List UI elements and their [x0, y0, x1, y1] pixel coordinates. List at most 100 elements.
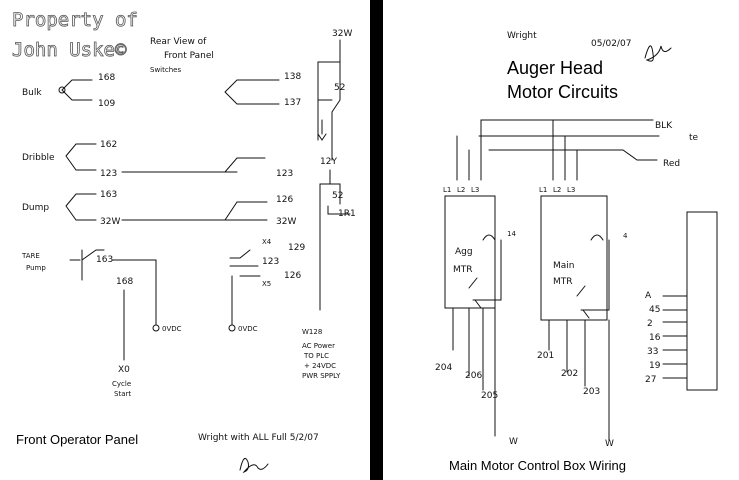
front-operator-panel-sheet: Property of John Uske© Rear View of Fron… — [0, 0, 370, 480]
switch-bulk-symbol — [61, 79, 93, 101]
vdc-right-terminal — [228, 324, 236, 332]
switch-bulk-right-top: 138 — [284, 72, 301, 82]
vdc-left-terminal — [152, 324, 160, 332]
switch-tare-right-top: X4 — [262, 238, 272, 246]
relay-top-label: 52 — [334, 83, 345, 93]
terminal-45: 45 — [649, 305, 660, 315]
terminal-19: 19 — [649, 361, 661, 371]
switch-tare-bottom: 168 — [116, 277, 133, 287]
terminal-16: 16 — [649, 333, 661, 343]
switch-dribble-wire — [121, 157, 266, 173]
switch-bulk-label: Bulk — [22, 88, 42, 98]
switch-bulk-pivot — [58, 86, 66, 94]
switch-tare-top: 163 — [96, 255, 113, 265]
wire-blk: BLK — [655, 121, 673, 131]
wire-205: 205 — [481, 391, 498, 401]
ac-line3: + 24VDC — [304, 362, 336, 370]
switch-tare-right-bottom: X5 — [262, 280, 271, 288]
relay-arrow — [317, 119, 327, 141]
motor-circuit-diagram: Wright 05/02/07 Auger Head Motor Circuit… — [435, 31, 718, 473]
relay-lower-wiring — [319, 169, 341, 311]
header-initials — [644, 45, 672, 62]
contactor-agg-l1: L1 — [443, 186, 451, 194]
switch-tare-right-side: 129 — [288, 243, 305, 253]
switch-dribble-bottom: 123 — [100, 169, 117, 179]
contactor-main-box — [540, 195, 608, 321]
wire-white: te — [689, 133, 699, 143]
switch-bulk-bottom: 109 — [98, 99, 115, 109]
contactor-main-line2: MTR — [553, 277, 573, 287]
terminal-33: 33 — [647, 347, 658, 357]
contactor-main-l1: L1 — [539, 186, 547, 194]
watermark-line2: John Uske© — [12, 39, 127, 61]
switch-dribble-right: 123 — [276, 169, 293, 179]
switch-dump-right-bottom: 32W — [276, 217, 296, 227]
switch-dribble-symbol — [65, 143, 97, 171]
terminal-strip — [686, 211, 718, 391]
ac-line1: AC Power — [302, 342, 335, 350]
header-name: Wright — [507, 31, 537, 41]
switch-bulk-rear-symbol — [224, 79, 280, 105]
switch-tare-right-side2: 126 — [284, 271, 301, 281]
terminal-2: 2 — [647, 319, 653, 329]
terminal-27: 27 — [645, 375, 656, 385]
cycle-start-x0: X0 — [118, 365, 130, 375]
switch-tare-right-mid: 123 — [262, 257, 279, 267]
relay-coil-line — [327, 205, 351, 215]
title-line1: Auger Head — [507, 58, 603, 78]
terminal-strip-leads — [662, 295, 688, 379]
header-date: 05/02/07 — [591, 39, 631, 49]
w-right: W — [605, 439, 614, 449]
contactor-main-num: 4 — [623, 232, 628, 240]
switch-tare-rear-symbol — [229, 249, 261, 277]
vdc-right-label: 0VDC — [238, 325, 258, 333]
incoming-wires — [478, 119, 660, 161]
switch-dump-bottom: 32W — [100, 217, 120, 227]
right-caption: Main Motor Control Box Wiring — [449, 458, 626, 473]
terminal-a: A — [645, 291, 652, 301]
agg-bottom-wires — [452, 307, 496, 437]
switch-tare-label-line1: TARE — [21, 252, 40, 260]
wire-203: 203 — [583, 387, 600, 397]
contactor-agg-line1: Agg — [455, 247, 473, 257]
switch-dump-symbol — [65, 193, 97, 221]
switch-dump-wire — [121, 201, 268, 221]
wire-red: Red — [663, 159, 680, 169]
contactor-main-coil — [576, 234, 610, 319]
switch-dump-right-top: 126 — [276, 195, 293, 205]
switch-dump-top: 163 — [100, 190, 117, 200]
top-right-wire: 32W — [332, 29, 352, 39]
watermark-line1: Property of — [12, 9, 138, 31]
switch-tare-wire-vdc — [111, 259, 157, 326]
feeder-drops — [456, 119, 578, 181]
contactor-agg-l2: L2 — [457, 186, 465, 194]
switch-dump-label: Dump — [22, 203, 49, 213]
contactor-main-line1: Main — [553, 261, 575, 271]
contactor-agg-num: 14 — [507, 230, 516, 238]
left-caption: Front Operator Panel — [16, 432, 138, 447]
switch-tare-symbol — [69, 249, 105, 281]
vdc-left-label: 0VDC — [162, 325, 182, 333]
motor-control-box-sheet: Wright 05/02/07 Auger Head Motor Circuit… — [383, 0, 739, 480]
ac-line4: PWR SPPLY — [302, 372, 341, 380]
cycle-start-line1: Cycle — [112, 380, 131, 388]
main-bottom-wires — [548, 319, 610, 441]
signature-scribble — [239, 457, 269, 474]
cycle-start-line2: Start — [114, 390, 131, 398]
switch-dribble-label: Dribble — [22, 153, 55, 163]
ac-line2: TO PLC — [303, 352, 329, 360]
note-line3: Switches — [150, 66, 181, 74]
relay-bot-label: 52 — [332, 191, 343, 201]
title-line2: Motor Circuits — [507, 82, 618, 102]
contactor-main-l2: L2 — [553, 186, 561, 194]
wire-label: W128 — [302, 328, 322, 336]
switch-dribble-top: 162 — [100, 140, 117, 150]
w-left: W — [509, 437, 518, 447]
wire-201: 201 — [537, 351, 554, 361]
wire-204: 204 — [435, 363, 452, 373]
switch-tare-label-line2: Pump — [26, 264, 46, 272]
relay-column-wiring — [317, 39, 341, 161]
wire-206: 206 — [465, 371, 482, 381]
sign-text: Wright with ALL Full 5/2/07 — [198, 433, 319, 443]
front-panel-diagram: Property of John Uske© Rear View of Fron… — [12, 9, 356, 474]
